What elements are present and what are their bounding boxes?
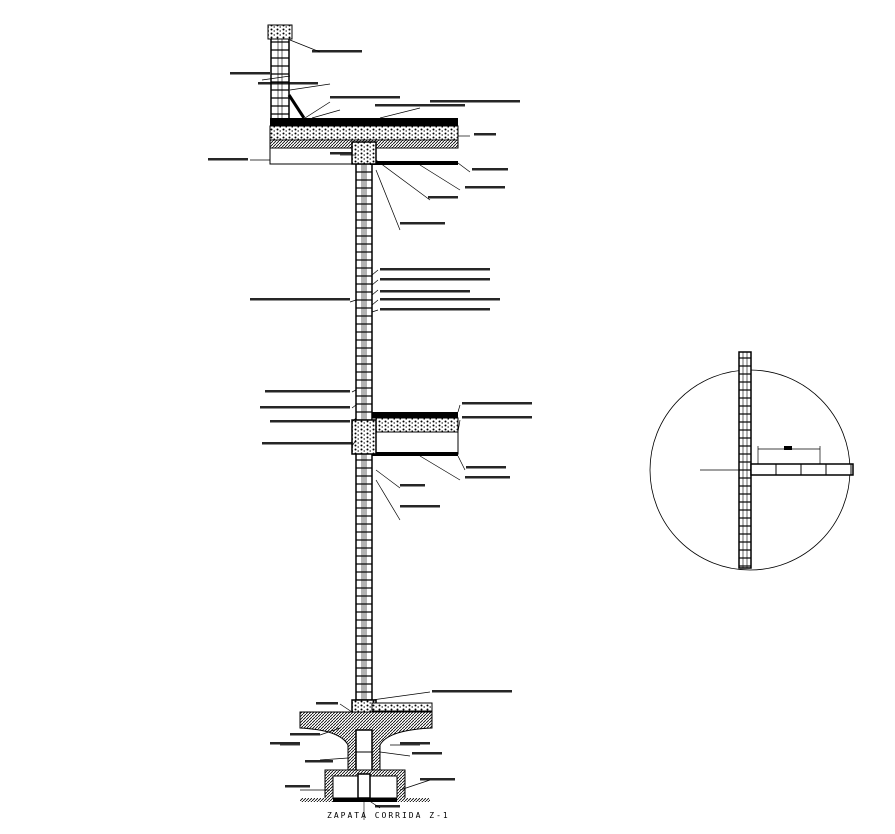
- note-text-block: [270, 420, 350, 423]
- leader-line: [349, 299, 357, 303]
- note-text-block: [462, 402, 532, 405]
- ceiling-board: [372, 452, 458, 456]
- leader-line: [371, 691, 431, 701]
- leader-line: [351, 417, 357, 423]
- note-text-block: [432, 690, 512, 693]
- leader-line: [319, 727, 341, 736]
- note-text-block: [305, 760, 333, 763]
- note-text-block: [380, 278, 490, 281]
- footing-rebar: [357, 773, 371, 799]
- detail-circle: [649, 351, 854, 571]
- ground-hatch: [397, 798, 430, 802]
- note-text-block: [265, 390, 350, 393]
- note-text-block: [330, 96, 400, 99]
- leader-line: [379, 107, 421, 119]
- note-text-block: [465, 476, 510, 479]
- dimension-text-block: [784, 446, 792, 450]
- bond-beam: [351, 419, 377, 455]
- lean-concrete: [333, 798, 397, 802]
- note-text-block: [428, 196, 458, 199]
- leader-line: [371, 309, 379, 313]
- leader-line: [351, 439, 357, 447]
- note-text-block: [375, 104, 465, 107]
- note-text-block: [474, 133, 496, 136]
- annotations: [208, 39, 532, 809]
- leader-line: [375, 159, 431, 201]
- note-text-block: [380, 308, 490, 311]
- ceiling-space: [269, 147, 359, 165]
- ground-hatch: [300, 798, 333, 802]
- parapet-cap: [267, 24, 293, 40]
- note-text-block: [260, 406, 350, 409]
- note-text-block: [330, 152, 352, 155]
- leader-line: [375, 479, 401, 521]
- note-text-block: [262, 442, 352, 445]
- leader-line: [457, 455, 466, 471]
- leader-line: [399, 779, 431, 791]
- leader-line: [371, 299, 379, 306]
- floor-fill: [371, 417, 459, 433]
- note-text-block: [430, 100, 520, 103]
- note-text-block: [400, 742, 430, 745]
- slabs: [269, 94, 459, 456]
- note-text-block: [420, 778, 455, 781]
- leader-line: [371, 289, 379, 296]
- note-text-block: [472, 168, 508, 171]
- note-text-block: [270, 742, 300, 745]
- drawing-title: ZAPATA CORRIDA Z-1: [327, 811, 450, 820]
- note-text-block: [312, 50, 362, 53]
- roof-membrane: [270, 118, 458, 126]
- note-text-block: [400, 484, 425, 487]
- note-text-block: [290, 733, 320, 736]
- note-text-block: [316, 702, 338, 705]
- note-text-block: [400, 222, 445, 225]
- note-text-block: [462, 416, 532, 419]
- wall-column: [738, 351, 752, 569]
- note-text-block: [208, 158, 248, 161]
- note-text-block: [250, 298, 350, 301]
- note-text-block: [375, 805, 400, 808]
- floor-finish: [372, 412, 458, 418]
- footing: [299, 699, 433, 802]
- note-text-block: [230, 72, 270, 75]
- bond-beam: [351, 141, 377, 165]
- note-text-block: [465, 186, 505, 189]
- note-text-block: [380, 298, 500, 301]
- leader-line: [457, 162, 471, 173]
- leader-line: [371, 279, 379, 286]
- leader-line: [351, 389, 357, 393]
- leader-line: [419, 455, 461, 481]
- leader-line: [339, 703, 353, 713]
- note-text-block: [466, 466, 506, 469]
- leader-line: [351, 404, 357, 409]
- leader-line: [311, 109, 341, 119]
- ceiling-board: [370, 161, 458, 165]
- floor-space: [371, 431, 459, 455]
- leader-line: [379, 751, 411, 757]
- leader-line: [319, 757, 349, 761]
- leader-line: [261, 75, 291, 81]
- flashing: [287, 94, 306, 119]
- leader-line: [375, 469, 401, 489]
- note-text-block: [258, 82, 318, 85]
- roof-fill: [269, 125, 459, 141]
- leader-line: [457, 404, 461, 413]
- leader-line: [371, 269, 379, 276]
- wall-plan: [750, 463, 854, 476]
- leader-line: [304, 101, 331, 119]
- leader-line: [457, 419, 461, 433]
- note-text-block: [412, 752, 442, 755]
- note-text-block: [380, 290, 470, 293]
- note-text-block: [285, 785, 310, 788]
- leader-line: [419, 164, 461, 191]
- note-text-block: [400, 505, 440, 508]
- sidewalk: [371, 702, 433, 712]
- note-text-block: [380, 268, 490, 271]
- leader-line: [375, 169, 401, 231]
- leader-line: [289, 83, 331, 91]
